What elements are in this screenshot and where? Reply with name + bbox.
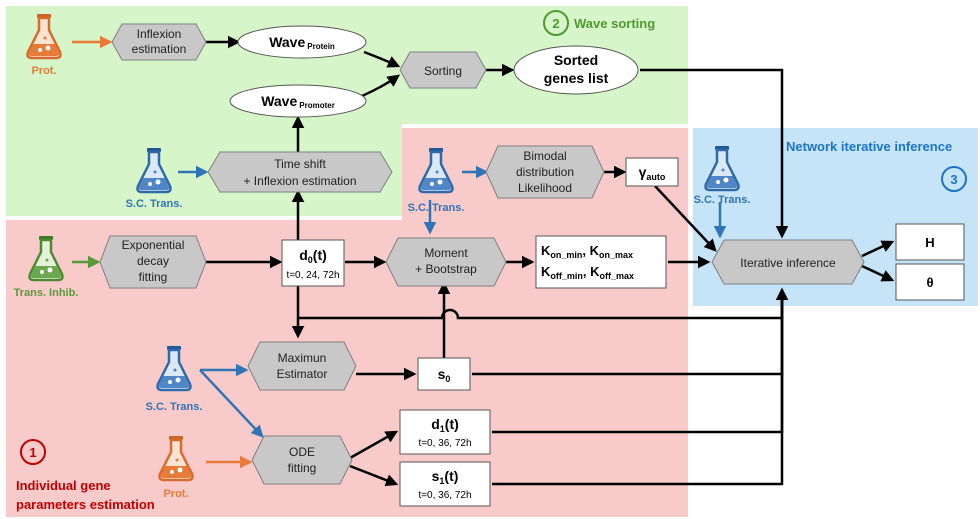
node-d0: d0(t) t=0, 24, 72h [281, 239, 345, 287]
k-row2: Koff_min, Koff_max [541, 264, 634, 281]
s1-label: s1(t) [432, 468, 459, 486]
section-1-title-line1: Individual gene [16, 478, 111, 493]
section-1-number: 1 [29, 445, 36, 460]
flask-sct-wave-label: S.C. Trans. [126, 198, 183, 210]
s0-label: s0 [438, 366, 451, 384]
arrow-iterative-to-H [861, 240, 895, 258]
flask-trans-inhib: Trans. Inhib. [14, 236, 79, 299]
node-d1: d1(t) t=0, 36, 72h [399, 409, 491, 455]
section-2-number: 2 [552, 16, 559, 31]
ode-line2: fitting [288, 461, 317, 475]
decay-line3: fitting [139, 270, 168, 284]
node-gamma: γauto [625, 157, 679, 187]
decay-line2: decay [137, 254, 169, 268]
flask-sct-bimodal-label: S.C. Trans. [408, 202, 465, 214]
arrow-ode-to-s1 [349, 464, 399, 487]
section-1-background [6, 128, 688, 517]
node-inflexion: Inflexion estimation [111, 23, 207, 61]
section-2-header: 2 Wave sorting [543, 10, 655, 36]
node-iterative: Iterative inference [711, 239, 865, 285]
section-3-header: Network iterative inference 3 [786, 139, 967, 192]
arrow-ode-to-d1 [349, 430, 399, 460]
flask-sct-network: S.C. Trans. [694, 146, 751, 206]
theta-label: θ [926, 275, 933, 290]
moment-line1: Moment [424, 246, 468, 260]
arrow-wavepromoter-to-sorting [361, 74, 401, 98]
sorting-label: Sorting [424, 64, 462, 78]
flask-prot-top-label: Prot. [31, 65, 56, 77]
d1-label: d1(t) [431, 416, 459, 434]
section-3-number: 3 [950, 172, 957, 187]
bimodal-line1: Bimodal [523, 149, 566, 163]
node-s0: s0 [417, 357, 471, 391]
moment-line2: + Bootstrap [415, 262, 477, 276]
timeshift-line1: Time shift [274, 157, 326, 171]
flask-sct-mle: S.C. Trans. [146, 346, 203, 413]
arrow-waveprotein-to-sorting [363, 50, 401, 68]
bimodal-line3: Likelihood [518, 181, 572, 195]
flask-sct-network-label: S.C. Trans. [694, 194, 751, 206]
arrow-s1-to-iterative [492, 290, 784, 486]
node-sorting: Sorting [399, 51, 487, 89]
d0-label: d0(t) [299, 247, 327, 265]
flask-sct-mle-label: S.C. Trans. [146, 401, 203, 413]
arrow-genes-to-iterative [640, 68, 789, 239]
node-maximum-estimator: Maximun Estimator [247, 341, 357, 391]
node-s1: s1(t) t=0, 36, 72h [399, 461, 491, 507]
arrow-gamma-to-iterative [654, 185, 717, 252]
flask-prot-bottom-label: Prot. [163, 488, 188, 500]
node-sorted-genes: Sorted genes list [513, 45, 639, 95]
d1-times: t=0, 36, 72h [418, 438, 471, 449]
node-ode: ODE fitting [251, 435, 353, 485]
section-1-title-line2: parameters estimation [16, 497, 155, 512]
node-k-params: Kon_min, Kon_max Koff_min, Koff_max [535, 235, 667, 289]
node-H: H [895, 223, 965, 261]
node-theta: θ [895, 263, 965, 301]
inflexion-line1: Inflexion [137, 27, 182, 41]
node-timeshift: Time shift + Inflexion estimation [207, 151, 393, 193]
section-1-header: 1 Individual gene parameters estimation [16, 439, 155, 512]
iterative-label: Iterative inference [740, 256, 836, 270]
timeshift-line2: + Inflexion estimation [243, 174, 356, 188]
node-bimodal: Bimodal distribution Likelihood [485, 145, 605, 199]
sorted-genes-line1: Sorted [554, 52, 598, 68]
H-label: H [925, 235, 934, 250]
d0-times: t=0, 24, 72h [286, 270, 339, 281]
bimodal-line2: distribution [516, 165, 574, 179]
arrow-sct-to-ode [199, 369, 264, 438]
node-moment: Moment + Bootstrap [385, 237, 507, 287]
inflexion-line2: estimation [132, 42, 187, 56]
ode-line1: ODE [289, 445, 315, 459]
node-exp-decay: Exponential decay fitting [99, 235, 207, 289]
flask-prot-bottom: Prot. [158, 436, 194, 500]
s1-times: t=0, 36, 72h [418, 490, 471, 501]
flask-sct-wave: S.C. Trans. [126, 148, 183, 210]
decay-line1: Exponential [122, 238, 185, 252]
section-2-title: Wave sorting [574, 16, 655, 31]
section-3-title: Network iterative inference [786, 139, 952, 154]
gamma-label: γauto [639, 164, 666, 182]
connectors [72, 35, 895, 487]
sorted-genes-line2: genes list [544, 70, 609, 86]
flask-trans-inhib-label: Trans. Inhib. [14, 287, 79, 299]
flask-sct-bimodal: S.C. Trans. [408, 148, 465, 214]
maximum-line2: Estimator [277, 367, 328, 381]
flask-prot-top: Prot. [26, 14, 62, 77]
maximum-line1: Maximun [278, 351, 327, 365]
k-row1: Kon_min, Kon_max [541, 243, 633, 260]
arrow-iterative-to-theta [861, 264, 895, 282]
arrow-d0-bus-to-iterative [298, 287, 789, 320]
